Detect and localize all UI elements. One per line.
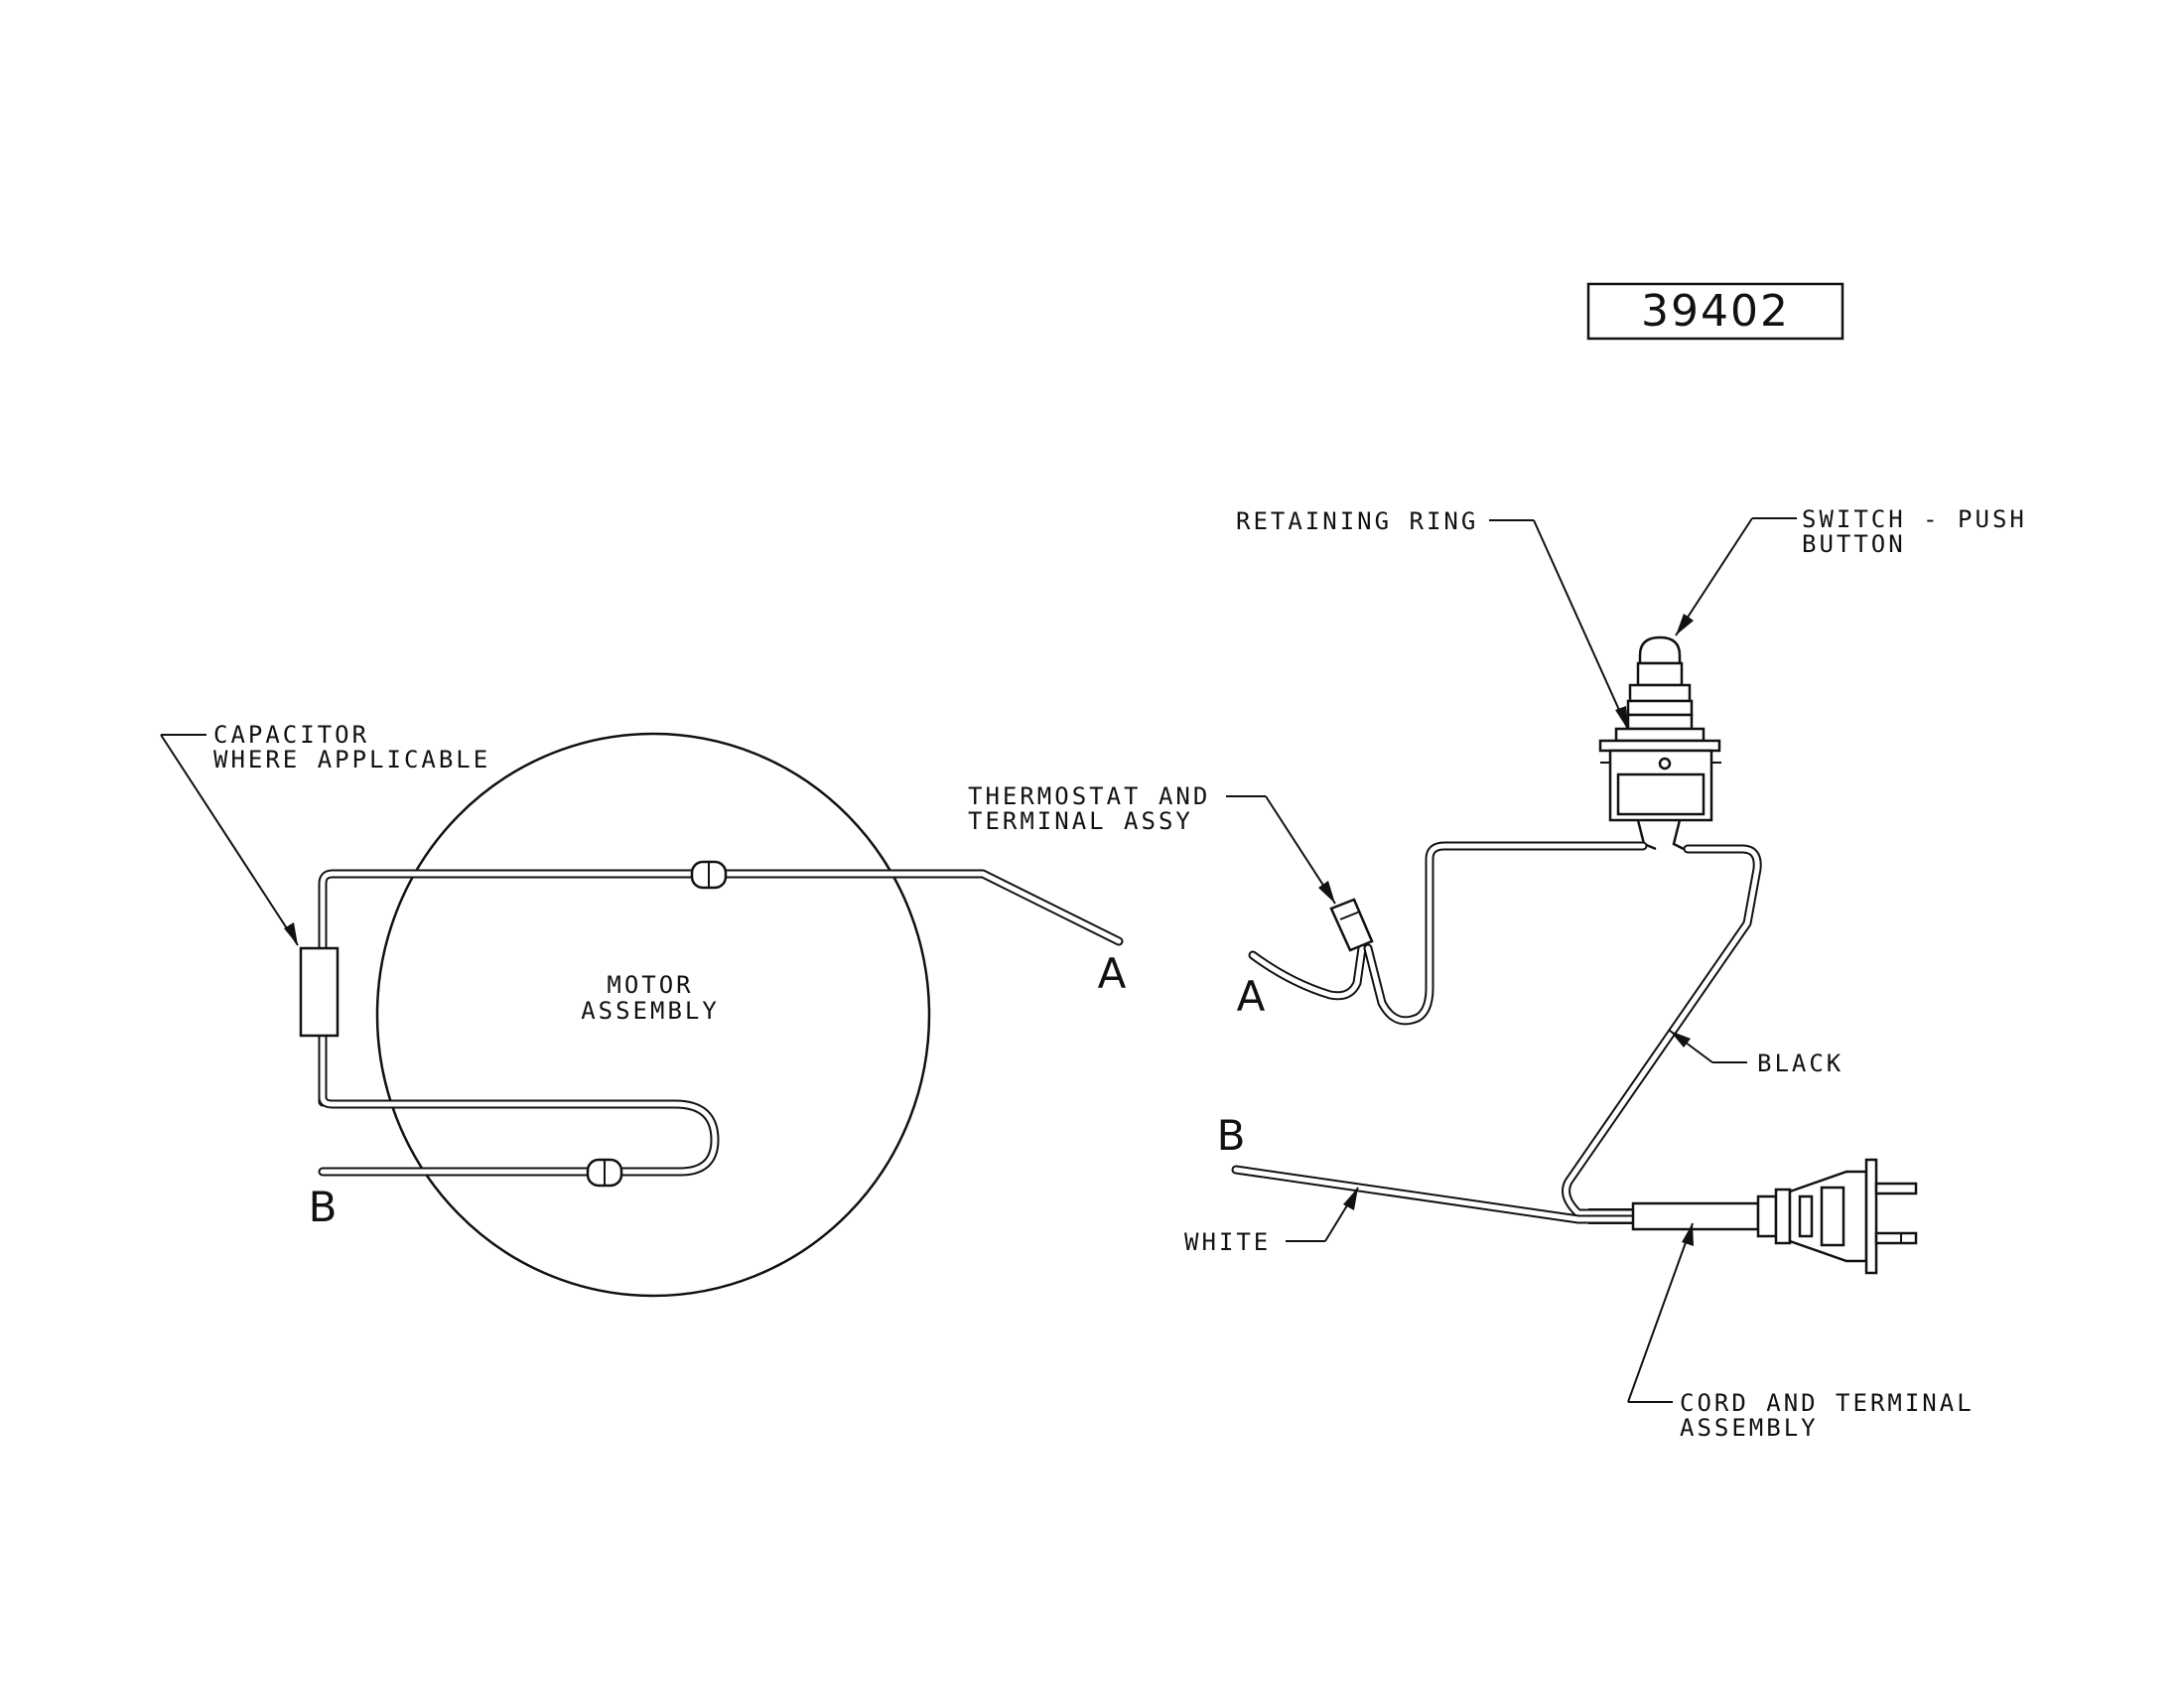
cord-label-line2: ASSEMBLY (1680, 1414, 1819, 1442)
plug-body (1788, 1158, 1878, 1275)
push-button-switch (1598, 635, 1721, 822)
white-lead (1231, 1165, 1643, 1224)
connection-a-left: A (1098, 949, 1127, 998)
part-number-box: 39402 (1586, 282, 1844, 341)
motor-label-line2: ASSEMBLY (581, 997, 720, 1025)
capacitor-label-line1: CAPACITOR (213, 721, 369, 749)
capacitor-callout: CAPACITOR WHERE APPLICABLE (160, 721, 490, 946)
connection-a-right: A (1237, 972, 1266, 1021)
motor-label-line1: MOTOR (607, 971, 693, 999)
capacitor-label-line2: WHERE APPLICABLE (213, 746, 490, 773)
thermostat-label-line1: THERMOSTAT AND (968, 782, 1210, 810)
switch-label-line1: SWITCH - PUSH (1802, 505, 2027, 533)
thermostat-lead (1248, 841, 1648, 1026)
plug-prongs (1874, 1182, 1918, 1245)
motor-lead-a (318, 869, 1124, 1107)
part-number: 39402 (1641, 286, 1790, 337)
white-callout: WHITE (1184, 1187, 1359, 1256)
black-callout: BLACK (1669, 1030, 1843, 1077)
switch-label-line2: BUTTON (1802, 530, 1906, 558)
connection-b-right: B (1217, 1111, 1246, 1160)
cord-callout: CORD AND TERMINAL ASSEMBLY (1627, 1222, 1975, 1442)
thermostat-callout: THERMOSTAT AND TERMINAL ASSY (968, 782, 1336, 905)
capacitor-component (299, 946, 340, 1038)
thermostat-component (1329, 898, 1374, 952)
motor-lead-b (318, 1028, 720, 1177)
wire-connector-top (690, 860, 728, 890)
black-lead (1562, 844, 1762, 1218)
black-label: BLACK (1757, 1050, 1843, 1077)
motor-housing-circle (375, 732, 931, 1298)
cord-assembly (1588, 1188, 1792, 1245)
cord-label-line1: CORD AND TERMINAL (1680, 1389, 1975, 1417)
connection-b-left: B (309, 1183, 338, 1231)
retaining-ring-callout: RETAINING RING (1236, 507, 1629, 731)
thermostat-label-line2: TERMINAL ASSY (968, 807, 1193, 835)
white-label: WHITE (1184, 1228, 1271, 1256)
wire-connector-bottom (586, 1158, 623, 1188)
switch-callout: SWITCH - PUSH BUTTON (1675, 505, 2027, 636)
retaining-ring-label: RETAINING RING (1236, 507, 1478, 535)
motor-assembly: MOTOR ASSEMBLY (375, 732, 931, 1298)
